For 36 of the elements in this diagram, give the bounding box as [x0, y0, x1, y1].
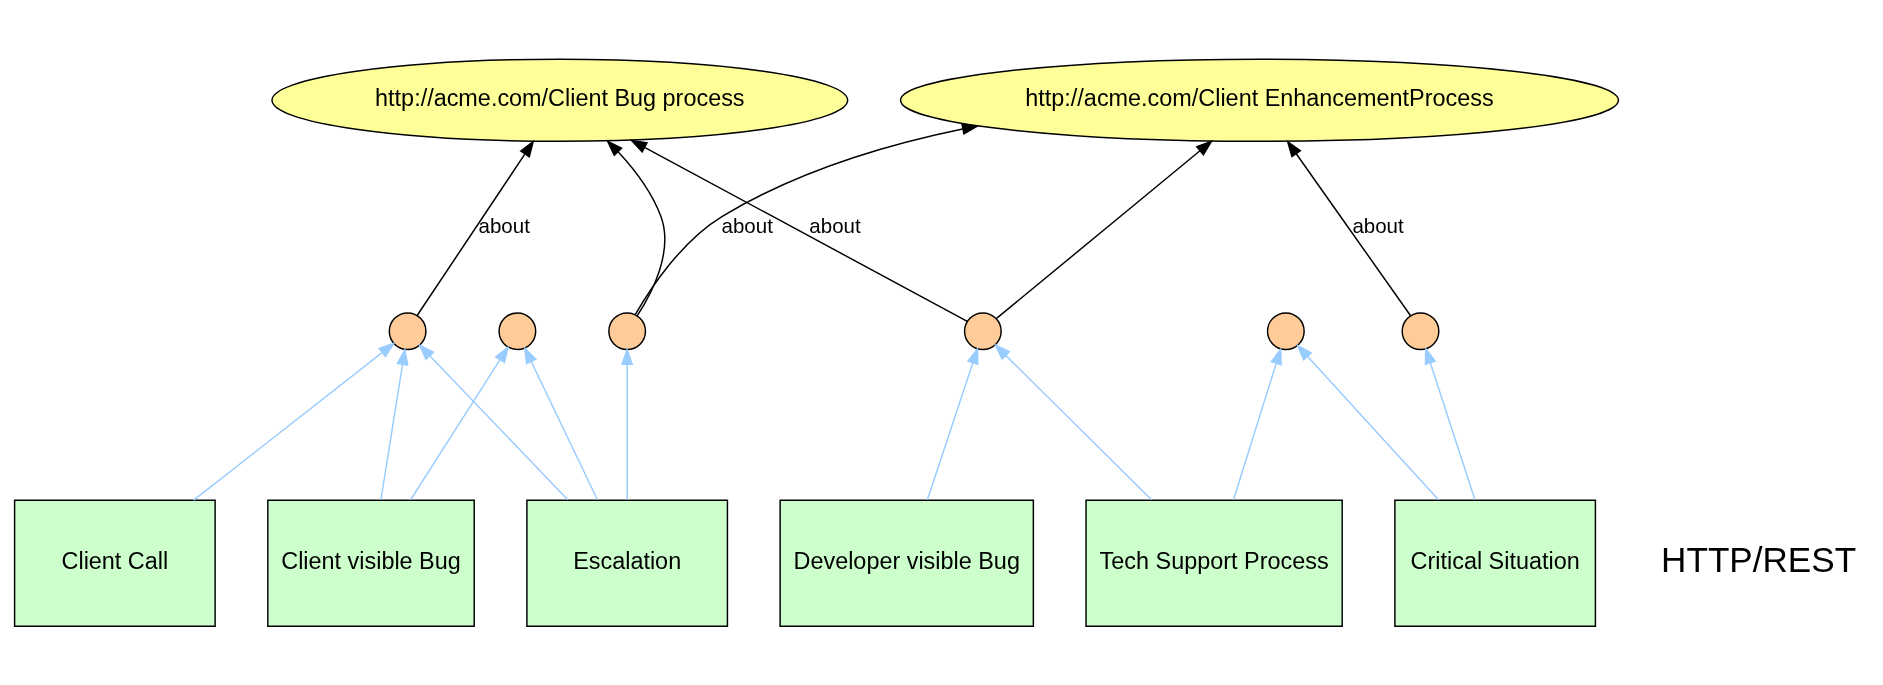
node-circle — [963, 312, 1002, 351]
arrow — [416, 139, 535, 317]
label: HTTP/REST — [1661, 540, 1857, 580]
arrow — [418, 343, 569, 501]
node-ellipse: http://acme.com/Client Bug process — [271, 58, 849, 143]
arrow — [380, 347, 409, 501]
edge-label: about — [809, 213, 861, 237]
node-box: Client visible Bug — [267, 499, 475, 627]
node-box: Escalation — [526, 499, 729, 627]
node-circle — [498, 312, 537, 351]
edge-label: about — [1352, 213, 1404, 237]
edge-label: about — [721, 213, 773, 237]
arrow — [995, 139, 1214, 320]
arrow — [1296, 343, 1440, 501]
arrow — [409, 345, 510, 501]
arrow — [621, 347, 634, 501]
arrow — [634, 123, 980, 316]
arrow — [993, 343, 1153, 501]
arrow — [1232, 347, 1282, 501]
node-circle — [1266, 312, 1305, 351]
node-box: Critical Situation — [1394, 499, 1597, 627]
node-ellipse: http://acme.com/Client EnhancementProcess — [899, 58, 1620, 143]
node-circle — [388, 312, 427, 351]
node-circle — [608, 312, 647, 351]
arrow — [606, 139, 666, 317]
arrow — [192, 342, 396, 501]
node-box: Client Call — [13, 499, 216, 627]
arrow — [926, 346, 979, 501]
node-box: Tech Support Process — [1085, 499, 1343, 627]
node-box: Developer visible Bug — [779, 499, 1035, 627]
node-circle — [1401, 312, 1440, 351]
arrow — [1286, 139, 1412, 317]
edge-label: about — [478, 213, 530, 237]
arrow — [629, 139, 968, 323]
arrow — [1424, 346, 1476, 501]
arrow — [523, 346, 599, 501]
